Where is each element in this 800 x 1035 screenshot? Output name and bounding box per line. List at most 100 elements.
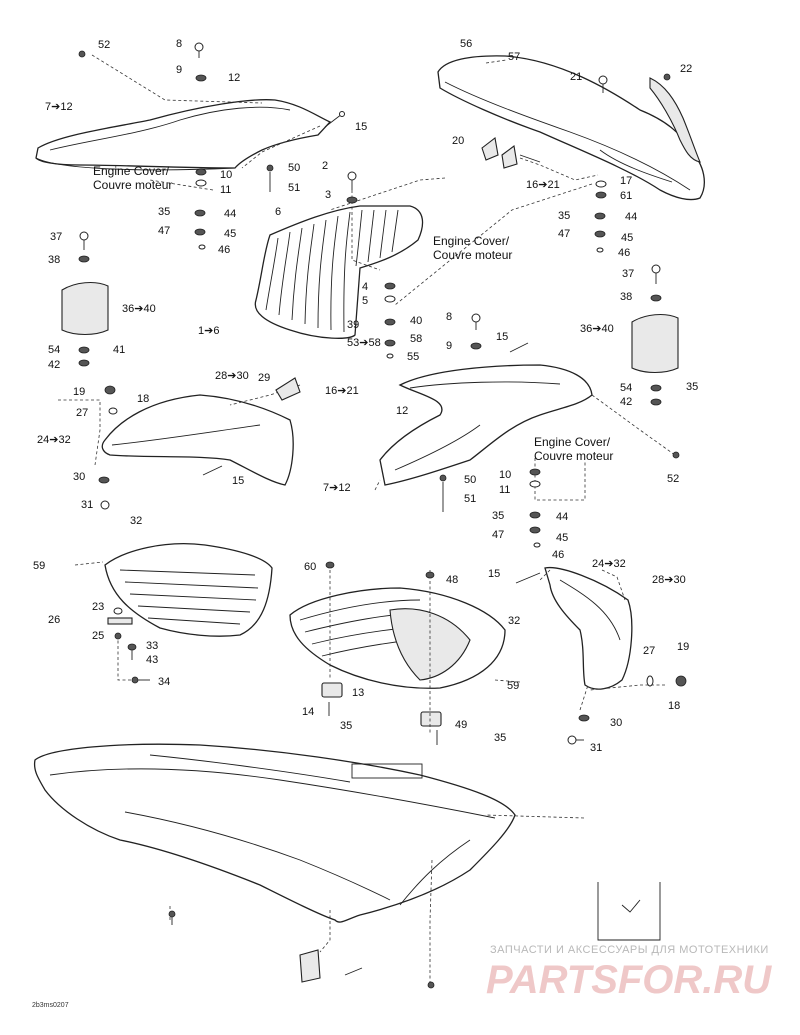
label-10-b: 10 [499, 469, 511, 481]
label-28-30: 26 [48, 614, 60, 626]
hardware-screw-37-left [79, 231, 89, 250]
label-35-d: 35 [558, 210, 570, 222]
hardware-48-bottom [427, 981, 435, 989]
label-38-right: 38 [620, 291, 632, 303]
label-11-a: 11 [220, 184, 231, 196]
washer-45-c [594, 230, 606, 238]
label-15-right: 15 [488, 568, 500, 580]
figure-code: 2b3ms0207 [32, 1002, 69, 1009]
washer-39-left [78, 346, 90, 354]
label-40-left: 42 [48, 359, 60, 371]
washer-57 [595, 191, 607, 199]
hardware-screw-15-top [324, 111, 345, 128]
liner-60 [33, 743, 516, 923]
label-35-g: 35 [340, 720, 352, 732]
handle-17-left [101, 394, 294, 486]
watermark-logo: PARTSFOR.RU [486, 958, 772, 1002]
seat-12-top-left [35, 99, 332, 171]
label-36-40-left: 36➔40 [122, 303, 156, 315]
washer-20-right [646, 675, 654, 687]
nut-40-right [650, 398, 662, 406]
label-5: 5 [362, 295, 368, 307]
seat-12-middle [379, 364, 593, 486]
engine-cover-label-1: Engine Cover/ [93, 164, 170, 178]
label-35-b: 39 [347, 319, 359, 331]
hardware-screw-8-mid [471, 313, 481, 330]
label-2: 2 [322, 160, 328, 172]
label-37-left: 37 [50, 231, 62, 243]
label-41-top: 16➔21 [526, 179, 560, 191]
engine-cover-6 [254, 205, 424, 339]
label-32: 33 [146, 640, 158, 652]
label-22-right: 18 [668, 700, 680, 712]
hardware-52-mid [672, 451, 680, 459]
label-44-c: 44 [625, 211, 637, 223]
hardware-59 [131, 676, 150, 684]
label-43: 14 [302, 706, 314, 718]
label-9-mid: 9 [446, 340, 452, 352]
washer-11-a [195, 179, 207, 187]
label-20-right: 27 [643, 645, 655, 657]
label-25: 48 [446, 574, 458, 586]
kit-box-49 [597, 882, 661, 941]
engine-cover-label-2: Engine Cover/ [433, 234, 510, 248]
bracket-61 [275, 377, 301, 401]
label-50-b: 50 [464, 474, 476, 486]
label-23: 13 [352, 687, 364, 699]
label-30: 23 [92, 601, 104, 613]
washer-19-left [98, 476, 110, 484]
hardware-screw-15-mid [509, 342, 529, 353]
hardware-screw-52-top [78, 50, 86, 58]
washer-39-right [650, 384, 662, 392]
label-50-a: 50 [288, 162, 300, 174]
label-53-58: 56 [460, 38, 472, 50]
label-56: 17 [620, 175, 632, 187]
washer-11-b [529, 480, 541, 488]
washer-44-b [384, 318, 396, 326]
label-18-right: 31 [590, 742, 602, 754]
label-7-12-mid: 7➔12 [323, 482, 351, 494]
label-4: 4 [362, 281, 368, 293]
washer-45-a [194, 228, 206, 236]
washer-46-c [596, 247, 604, 253]
label-46-a: 46 [218, 244, 230, 256]
label-35-f: 35 [492, 510, 504, 522]
label-21-left: 19 [73, 386, 85, 398]
washer-38-right [650, 294, 662, 302]
label-51-b: 51 [464, 493, 476, 505]
hardware-screw-18-left [100, 500, 110, 510]
label-15-top: 15 [355, 121, 367, 133]
label-29: 25 [92, 630, 104, 642]
hardware-screw-55 [598, 75, 608, 93]
label-45-a: 45 [224, 228, 236, 240]
watermark-caption: ЗАПЧАСТИ И АКСЕССУАРЫ ДЛЯ МОТОТЕХНИКИ [490, 944, 769, 956]
label-41-mid: 16➔21 [325, 385, 359, 397]
washer-9-mid [470, 342, 482, 350]
label-6: 6 [275, 206, 281, 218]
hardware-29-31-32 [114, 632, 137, 660]
label-44-b: 40 [410, 315, 422, 327]
washer-3 [346, 196, 358, 204]
label-9-top: 9 [176, 64, 182, 76]
washer-44-d [529, 511, 541, 519]
label-15-mid: 15 [496, 331, 508, 343]
backrest-pad-left [61, 281, 109, 336]
label-47-d: 47 [492, 529, 504, 541]
washer-46-a [198, 244, 206, 250]
washer-46-b [386, 353, 394, 359]
label-35-e: 35 [686, 381, 698, 393]
engine-cover-label-3: Engine Cover/ [534, 435, 611, 449]
hardware-screw-8-top [194, 42, 204, 58]
seat-58-top-right [437, 55, 705, 201]
nut-10-b [529, 468, 541, 476]
label-22-left: 18 [137, 393, 149, 405]
hardware-50-51-b [439, 474, 447, 512]
label-59: 34 [158, 676, 170, 688]
label-35-a: 35 [158, 206, 170, 218]
label-11-b: 11 [499, 484, 510, 496]
bracket-33 [420, 711, 442, 727]
washer-21-right [675, 675, 687, 687]
nut-10-a [195, 168, 207, 176]
nut-40-left [78, 359, 90, 367]
